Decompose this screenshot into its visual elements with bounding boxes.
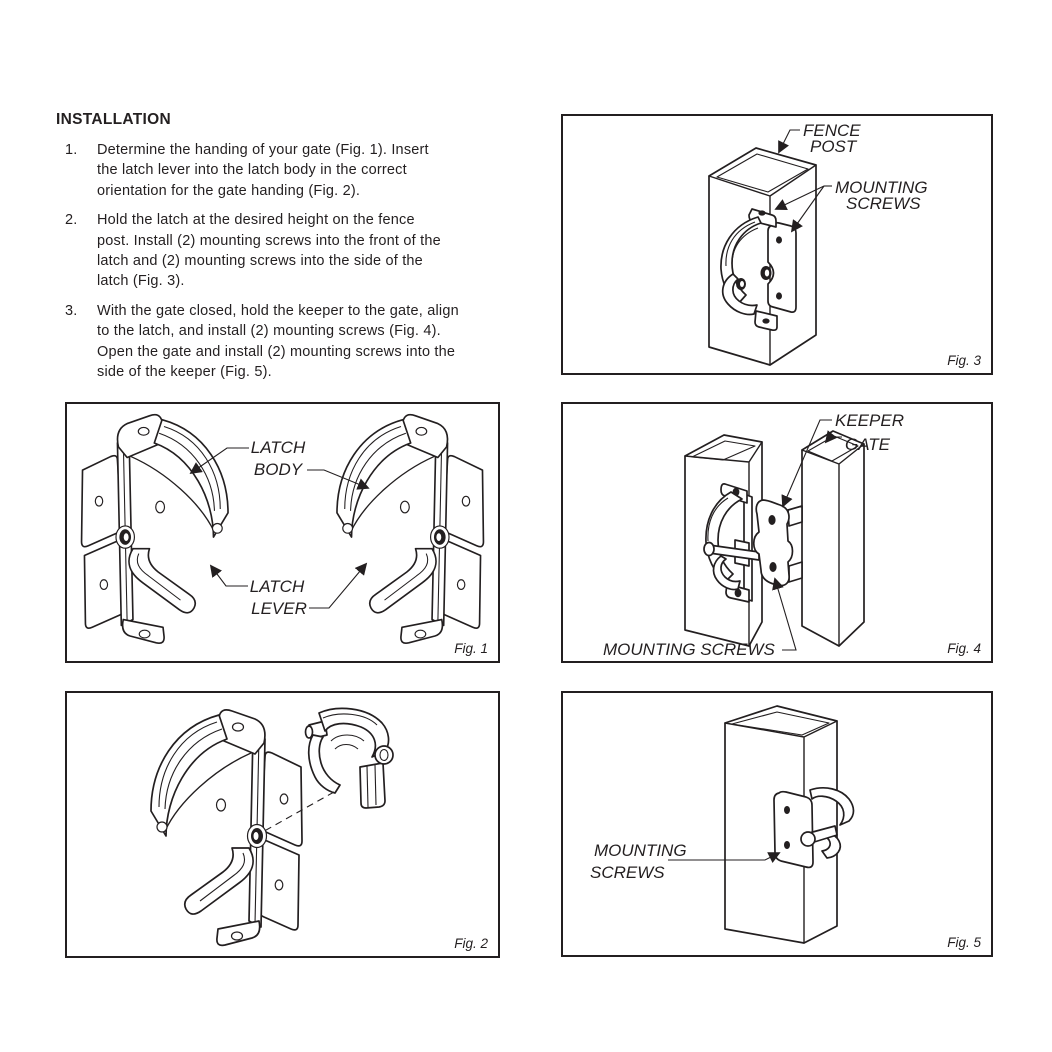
latch-drawing: [720, 208, 797, 332]
latch-lever-part-drawing: [304, 707, 394, 809]
step-number: 3.: [65, 302, 78, 319]
installation-instructions: INSTALLATION 1. Determine the handing of…: [56, 111, 508, 391]
figure-caption: Fig. 5: [947, 935, 981, 950]
keeper-drawing: [752, 499, 803, 587]
latch-lever-leader-left: [209, 564, 248, 587]
gate-label: GATE: [845, 435, 891, 454]
latch-lever-label-line1: LATCH: [250, 577, 305, 596]
mounting-screws-label-line1: MOUNTING: [835, 178, 928, 197]
fig3-drawing: FENCE POST MOUNTING SCREWS: [708, 121, 928, 366]
fig1-drawing: LATCH BODY LATCH LEVER: [80, 413, 485, 644]
latch-drawing: [703, 483, 760, 603]
gate-leader-line: [824, 430, 842, 444]
keeper-leader-line: [781, 419, 832, 508]
figure-caption: Fig. 2: [454, 936, 488, 951]
figure-3-panel: FENCE POST MOUNTING SCREWS Fig. 3: [561, 114, 993, 375]
instruction-step-1: 1. Determine the handing of your gate (F…: [56, 140, 508, 201]
step-text: Determine the handing of your gate (Fig.…: [97, 142, 429, 199]
mounting-screws-label: MOUNTING SCREWS: [603, 640, 776, 659]
mounting-screws-label-line1: MOUNTING: [594, 841, 687, 860]
latch-body-leader-right: [307, 469, 370, 490]
mounting-screws-label-line2: SCREWS: [846, 194, 921, 213]
fig4-annotations: KEEPER GATE MOUNTING SCREWS: [603, 411, 904, 659]
keeper-drawing: [773, 787, 855, 869]
latch-body-leader-left: [189, 447, 249, 475]
mounting-screws-leader-line-2: [790, 185, 825, 233]
step-number: 2.: [65, 212, 78, 229]
latch-left-hand-drawing: [80, 413, 229, 644]
latch-body-label-line2: BODY: [254, 460, 304, 479]
figure-1-panel: LATCH BODY LATCH LEVER Fig. 1: [65, 402, 500, 663]
section-heading: INSTALLATION: [56, 111, 171, 128]
latch-body-drawing: [150, 709, 303, 947]
figure-caption: Fig. 1: [454, 641, 488, 656]
latch-lever-label-line2: LEVER: [251, 599, 307, 618]
mounting-screws-leader-line: [772, 577, 797, 651]
fence-post-label-line1: FENCE: [803, 121, 861, 140]
fig5-drawing: MOUNTING SCREWS: [590, 705, 855, 944]
figure-5-panel: MOUNTING SCREWS Fig. 5: [561, 691, 993, 957]
fence-post-label-line2: POST: [810, 137, 858, 156]
fig2-drawing: [150, 707, 394, 947]
latch-body-label-line1: LATCH: [251, 438, 306, 457]
figure-4-panel: KEEPER GATE MOUNTING SCREWS Fig. 4: [561, 402, 993, 663]
fence-post-leader-line: [778, 129, 800, 154]
step-text: Hold the latch at the desired height on …: [97, 212, 441, 290]
latch-right-hand-drawing: [336, 413, 485, 644]
mounting-screws-leader-line: [668, 852, 781, 864]
mounting-screws-label-line2: SCREWS: [590, 863, 665, 882]
step-number: 1.: [65, 142, 78, 158]
mounting-screws-leader-line-1: [774, 185, 825, 211]
figure-caption: Fig. 3: [947, 353, 981, 368]
figure-2-panel: Fig. 2: [65, 691, 500, 958]
fig1-annotations: LATCH BODY LATCH LEVER: [189, 438, 370, 618]
fig4-drawing: KEEPER GATE MOUNTING SCREWS: [603, 411, 904, 659]
figure-caption: Fig. 4: [947, 641, 981, 656]
fig5-annotations: MOUNTING SCREWS: [590, 841, 781, 882]
keeper-label: KEEPER: [835, 411, 904, 430]
instruction-step-2: 2. Hold the latch at the desired height …: [56, 210, 508, 292]
step-text: With the gate closed, hold the keeper to…: [97, 302, 459, 381]
assembly-axis-dashed-line: [258, 791, 335, 835]
instruction-step-3: 3. With the gate closed, hold the keeper…: [56, 301, 508, 383]
latch-lever-leader-right: [309, 562, 368, 609]
fig3-annotations: FENCE POST MOUNTING SCREWS: [774, 121, 928, 233]
gate-post-drawing: [801, 430, 865, 647]
